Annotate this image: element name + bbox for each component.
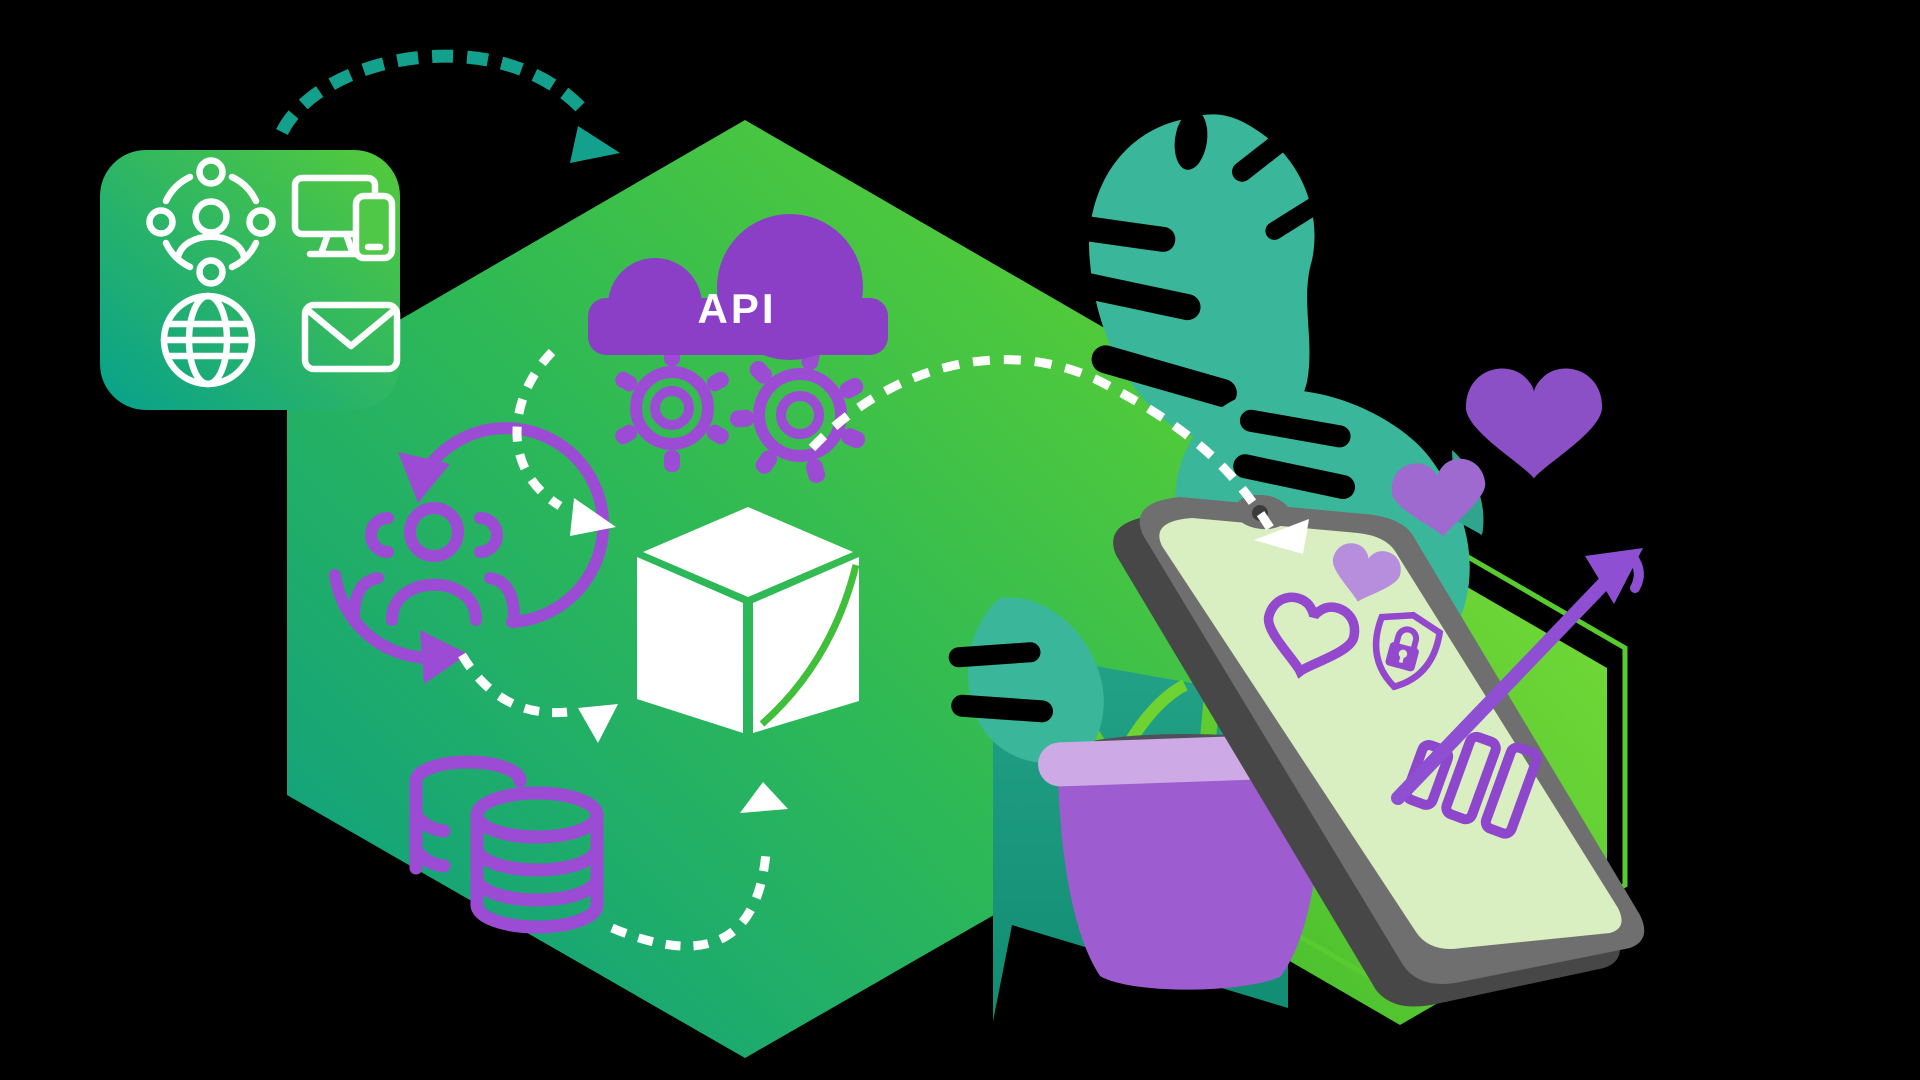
api-cloud-icon: API — [588, 214, 888, 360]
user-sync-icon — [329, 422, 610, 684]
arrow-cube-to-phone — [808, 355, 1309, 554]
arrow-users-to-cube — [458, 652, 569, 718]
user-network-icon — [146, 157, 276, 287]
gears-icon — [615, 344, 866, 483]
api-label: API — [697, 285, 776, 332]
integration-cube-icon — [637, 507, 860, 733]
arrow-database-to-cube — [610, 851, 771, 951]
pot-shadow — [985, 925, 1288, 1062]
dotted-arc-arrow — [276, 49, 620, 163]
database-icon — [409, 755, 604, 934]
dotted-arc-arrowhead — [570, 126, 620, 163]
email-icon — [301, 301, 401, 373]
dashed-flow-arrows — [458, 348, 788, 951]
gear-icon-right — [730, 345, 866, 483]
smartphone — [1113, 494, 1645, 1007]
monstera-leaf-left — [948, 597, 1104, 763]
arrow-cloud-to-cube — [512, 348, 563, 510]
phone-screen — [1159, 518, 1622, 949]
cube-curve-line — [759, 564, 860, 727]
shield-lock-icon — [1372, 611, 1444, 691]
devices-icon — [291, 174, 396, 262]
channels-card — [100, 150, 401, 410]
globe-icon — [160, 292, 256, 388]
monstera-leaf-top — [1056, 110, 1325, 442]
growth-arrow-icon — [1391, 548, 1644, 805]
sync-arrowhead-top — [398, 452, 450, 503]
sync-arrowhead-bottom — [420, 630, 468, 684]
gear-icon-left — [615, 344, 729, 472]
cursor-arrowhead — [1254, 519, 1309, 554]
